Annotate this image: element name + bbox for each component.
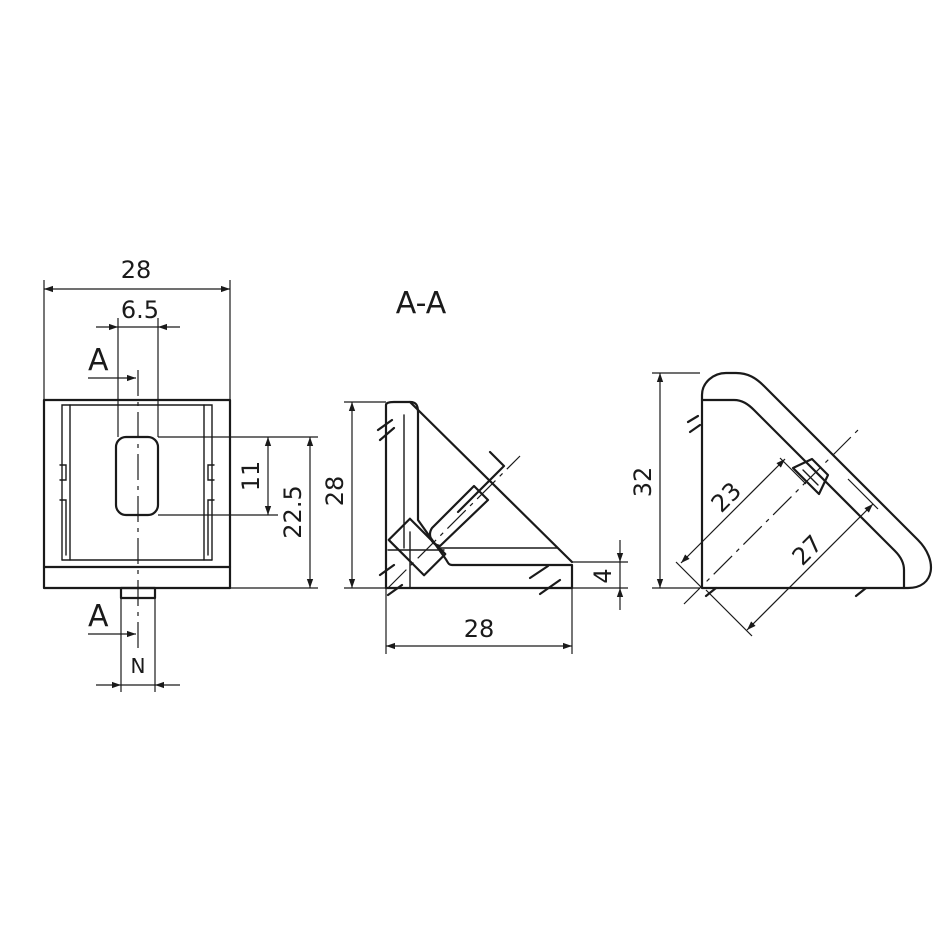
side-tab-top <box>686 414 702 434</box>
dim-side-height-label: 32 <box>629 467 657 498</box>
side-view: 32 23 27 <box>629 371 932 637</box>
dim-side-inner-line <box>680 458 786 564</box>
dim-n-label: N <box>131 654 146 678</box>
dim-side-inner-ext-b <box>779 457 807 485</box>
dim-section-width-label: 28 <box>464 615 495 643</box>
section-rib-b <box>456 450 506 514</box>
section-rib-a <box>429 484 490 548</box>
section-marker-top: A <box>88 343 109 378</box>
side-diagonal-centerline <box>683 425 863 605</box>
section-diagonal-centerline <box>387 455 521 589</box>
section-marker-bottom: A <box>88 599 109 634</box>
front-right-notch-bottom <box>207 499 215 556</box>
section-view: A-A 28 28 4 <box>321 286 628 654</box>
section-l-outline <box>384 400 574 590</box>
dim-slot-height-label: 11 <box>237 461 265 492</box>
dim-front-width-label: 28 <box>121 256 152 284</box>
dim-offset-label: 22.5 <box>279 485 307 538</box>
dim-side-outer-line <box>746 503 874 631</box>
dim-side-outer-label: 27 <box>787 530 828 571</box>
section-title: A-A <box>396 286 447 321</box>
front-view: 28 6.5 11 22.5 A A N <box>42 256 318 692</box>
front-slot <box>114 435 160 517</box>
dim-side-inner-ext-a <box>675 561 703 589</box>
side-tabs-bottom <box>704 586 868 598</box>
front-right-notch-top <box>207 464 215 481</box>
dim-side-outer-ext-b <box>847 478 879 510</box>
section-tab-bottom-left <box>378 563 404 597</box>
front-inner-outline <box>61 404 213 561</box>
section-diagonal <box>408 400 574 564</box>
dim-slot-width-label: 6.5 <box>121 296 159 324</box>
dim-side-inner-label: 23 <box>706 477 747 518</box>
front-left-notch-bottom <box>59 499 67 556</box>
dim-thickness-label: 4 <box>589 568 617 583</box>
side-boss <box>791 457 830 496</box>
section-tab-bottom-right <box>528 564 562 596</box>
dim-section-height-label: 28 <box>321 476 349 507</box>
dim-side-outer-ext-a <box>705 589 753 637</box>
section-boss <box>387 517 447 577</box>
section-tab-top <box>376 418 396 442</box>
side-outer-outline <box>700 371 932 590</box>
front-left-notch-top <box>59 464 67 481</box>
